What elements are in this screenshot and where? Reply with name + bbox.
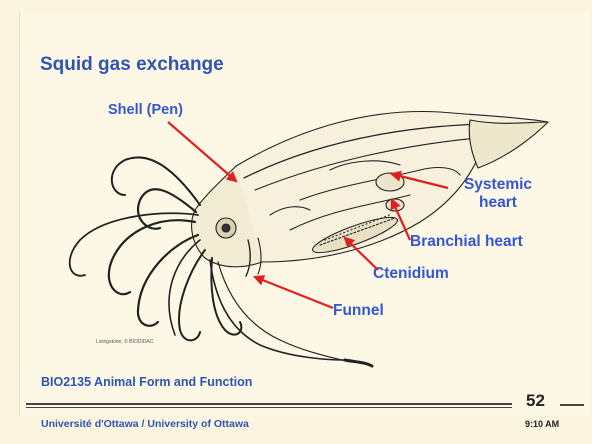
course-title: BIO2135 Animal Form and Function [41,375,252,389]
arrow-funnel [255,277,333,308]
slide-time: 9:10 AM [525,419,559,429]
footer-rule-thin [26,407,512,408]
slide-number: 52 [526,391,545,411]
arrow-shell [168,122,236,181]
university-name: Université d'Ottawa / University of Otta… [41,418,249,430]
footer-rule [26,403,512,405]
footer-rule-right [560,404,584,406]
arrow-systemic-heart [392,174,448,188]
arrow-ctenidium [345,238,378,270]
arrow-branchial-heart [392,200,410,240]
